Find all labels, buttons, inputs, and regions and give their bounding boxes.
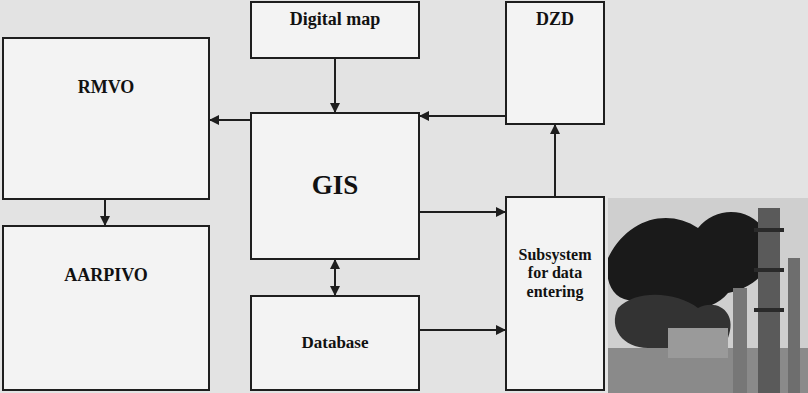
- process-box: DZD: [505, 1, 605, 125]
- box-label: DZD: [536, 9, 574, 30]
- photo-ground: [608, 198, 808, 393]
- tower-ring: [754, 308, 784, 312]
- tower: [788, 258, 800, 393]
- arrow-connector: [104, 200, 106, 225]
- arrow-connector: [420, 329, 505, 331]
- fire-photo: [608, 198, 808, 393]
- box-label: Database: [301, 333, 368, 353]
- process-box: RMVO: [2, 37, 210, 200]
- tower: [733, 288, 747, 393]
- box-label: Subsystem for data entering: [511, 246, 599, 301]
- arrow-connector: [334, 260, 336, 295]
- box-label: AARPIVO: [64, 265, 148, 286]
- process-box: AARPIVO: [2, 225, 210, 391]
- box-label: Digital map: [290, 9, 381, 30]
- arrow-connector: [420, 211, 505, 213]
- process-box: Subsystem for data entering: [505, 196, 605, 391]
- box-label: RMVO: [78, 77, 135, 98]
- box-label: GIS: [312, 170, 359, 201]
- core-box: GIS: [250, 112, 420, 260]
- arrow-connector: [334, 59, 336, 112]
- tower-ring: [754, 228, 784, 232]
- arrow-connector: [420, 115, 505, 117]
- storage-box: Database: [250, 295, 420, 391]
- tower-ring: [754, 268, 784, 272]
- input-box: Digital map: [250, 1, 420, 59]
- tower: [758, 208, 780, 393]
- arrow-connector: [554, 125, 556, 196]
- smoke: [608, 212, 772, 309]
- plant-building: [668, 328, 728, 358]
- arrow-connector: [210, 119, 250, 121]
